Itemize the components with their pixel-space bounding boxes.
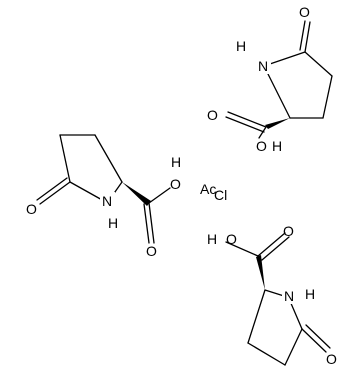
atom-o-ketone: O: [326, 351, 337, 367]
stereo-wedge: [265, 118, 290, 129]
atom-o-hydroxyl: O: [226, 231, 237, 247]
atom-o-hydroxyl: O: [170, 176, 181, 192]
atom-h-hydroxyl: H: [272, 138, 282, 154]
bond-c4-c3: [247, 342, 286, 366]
bond-acid-c-o-b: [143, 203, 150, 244]
atom-n: N: [284, 288, 294, 304]
atom-o-hydroxyl: O: [256, 138, 267, 154]
bond-ketone-a: [39, 181, 71, 205]
counterion: Ac Cl: [200, 181, 227, 203]
bond-n-carbonyl: [289, 300, 303, 330]
bond-n-carbonyl: [69, 181, 105, 202]
halide-symbol: Cl: [214, 187, 227, 203]
bond-carbonyl-c4: [59, 134, 71, 183]
bond-acid-c-o-a: [148, 202, 155, 244]
bond-c3-c2: [247, 289, 266, 344]
bond-c2-n: [263, 65, 291, 119]
atom-n: N: [102, 193, 112, 209]
bond-carbonyl-c4: [284, 328, 303, 366]
atom-o-ketone: O: [299, 4, 310, 20]
bond-c4-c3: [322, 75, 333, 119]
bond-c3-c2: [94, 134, 123, 183]
bond-acid-c-oh: [225, 241, 259, 257]
atom-h: H: [236, 38, 246, 54]
stereo-wedge: [122, 182, 151, 206]
atom-h-hydroxyl: H: [171, 154, 181, 170]
bond-ketone-b: [36, 177, 68, 201]
bond-acid-c-oh: [258, 126, 267, 139]
bond-acid-c-o-a: [257, 232, 286, 257]
bond-ketone-a: [301, 328, 327, 353]
atom-h: H: [108, 215, 118, 231]
bond-acid-c-oh: [148, 187, 171, 204]
atom-h-hydroxyl: H: [207, 231, 217, 247]
bond-ketone-b: [299, 20, 306, 51]
bond-acid-c-o-a: [227, 111, 267, 128]
bond-acid-c-o-b: [225, 116, 265, 133]
molecule-upper-right: N H O O O H: [206, 4, 333, 154]
metal-symbol: Ac: [200, 181, 216, 197]
atom-o-double: O: [283, 223, 294, 239]
atom-o-ketone: O: [26, 201, 37, 217]
atom-n: N: [258, 58, 268, 74]
molecule-lower-right: N H O O O H: [207, 223, 337, 367]
bond-ketone-b: [305, 324, 331, 349]
bond-ketone-a: [304, 21, 311, 53]
stereo-wedge: [256, 255, 265, 290]
bond-c2-n: [264, 289, 285, 297]
bond-acid-c-o-b: [261, 236, 290, 261]
atom-o-double: O: [146, 243, 157, 259]
atom-o-double: O: [207, 107, 218, 123]
bond-carbonyl-c4: [304, 51, 333, 77]
molecule-left: N H O O O H: [26, 134, 181, 259]
atom-h: H: [305, 286, 315, 302]
